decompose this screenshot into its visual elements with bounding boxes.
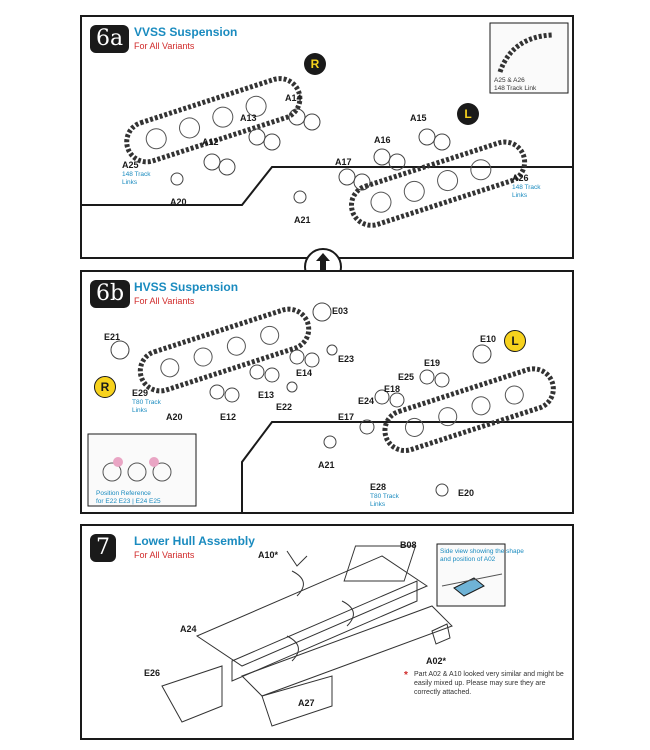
step-title: VVSS Suspension bbox=[134, 25, 238, 39]
label-a10: A10* bbox=[258, 550, 279, 560]
label-a21: A21 bbox=[294, 215, 311, 225]
section-divider bbox=[241, 421, 572, 512]
step-number: 6b bbox=[90, 280, 131, 308]
step-6a-panel: 6a VVSS Suspension For All Variants R L bbox=[80, 15, 574, 259]
step-number: 7 bbox=[90, 534, 116, 562]
label-a25: A25 bbox=[122, 160, 139, 170]
note-a25-links: 148 Track Links bbox=[122, 171, 151, 186]
right-track bbox=[124, 76, 303, 165]
label-a12: A12 bbox=[202, 137, 219, 147]
label-a14: A14 bbox=[285, 93, 302, 103]
label-e10: E10 bbox=[480, 334, 497, 344]
right-bogies bbox=[110, 302, 338, 403]
right-side-badge: R bbox=[304, 53, 326, 75]
side-view-note: Side view showing the shape and position… bbox=[440, 548, 524, 563]
label-e19: E19 bbox=[424, 358, 441, 368]
label-e22: E22 bbox=[276, 402, 293, 412]
section-divider bbox=[82, 166, 572, 206]
label-e17: E17 bbox=[338, 412, 355, 422]
note-e28-links: T80 Track Links bbox=[370, 493, 399, 508]
note-e29-links: T80 Track Links bbox=[132, 399, 161, 414]
label-a20: A20 bbox=[170, 197, 187, 207]
step-title: HVSS Suspension bbox=[134, 280, 239, 294]
step-subtitle: For All Variants bbox=[134, 550, 195, 560]
label-e24: E24 bbox=[358, 396, 375, 406]
warning-star: * bbox=[404, 670, 408, 681]
label-a15: A15 bbox=[410, 113, 427, 123]
label-e20: E20 bbox=[458, 488, 475, 498]
left-side-badge: L bbox=[504, 330, 526, 352]
left-bogies bbox=[323, 344, 492, 497]
label-b08: B08 bbox=[400, 540, 417, 550]
inset-frame bbox=[489, 22, 569, 94]
step-title: Lower Hull Assembly bbox=[134, 534, 255, 548]
assembly-warning: Part A02 & A10 looked very similar and m… bbox=[414, 671, 564, 696]
step-6b-panel: 6b HVSS Suspension For All Variants R L bbox=[80, 270, 574, 514]
right-track bbox=[137, 306, 312, 394]
label-e26: E26 bbox=[144, 668, 161, 678]
step-7-illustration bbox=[161, 543, 506, 727]
label-a21: A21 bbox=[318, 460, 335, 470]
label-e23: E23 bbox=[338, 354, 355, 364]
label-a17: A17 bbox=[335, 157, 352, 167]
label-e14: E14 bbox=[296, 368, 313, 378]
inset-note: Position Reference for E22 E23 | E24 E25 bbox=[96, 490, 161, 505]
label-a16: A16 bbox=[374, 135, 391, 145]
step-subtitle: For All Variants bbox=[134, 296, 195, 306]
lower-hull bbox=[161, 545, 453, 727]
label-e13: E13 bbox=[258, 390, 275, 400]
right-bogies bbox=[170, 108, 321, 186]
step-7-panel: 7 Lower Hull Assembly For All Variants A… bbox=[80, 524, 574, 740]
label-e25: E25 bbox=[398, 372, 415, 382]
label-e18: E18 bbox=[384, 384, 401, 394]
left-side-badge: L bbox=[457, 103, 479, 125]
label-a24: A24 bbox=[180, 624, 197, 634]
inset-frame bbox=[87, 433, 197, 507]
step-subtitle: For All Variants bbox=[134, 41, 195, 51]
left-track bbox=[382, 366, 556, 454]
left-track bbox=[348, 139, 528, 228]
label-a26: A26 bbox=[512, 173, 529, 183]
label-a02: A02* bbox=[426, 656, 447, 666]
left-bogies bbox=[293, 128, 451, 204]
label-e21: E21 bbox=[104, 332, 121, 342]
label-a27: A27 bbox=[298, 698, 315, 708]
step-6b-illustration bbox=[87, 302, 572, 512]
label-a13: A13 bbox=[240, 113, 257, 123]
label-a20: A20 bbox=[166, 412, 183, 422]
label-e03: E03 bbox=[332, 306, 349, 316]
label-e12: E12 bbox=[220, 412, 237, 422]
label-e29: E29 bbox=[132, 388, 149, 398]
side-view-frame bbox=[436, 543, 506, 607]
inset-note: A25 & A26 148 Track Link bbox=[494, 77, 537, 92]
note-a26-links: 148 Track Links bbox=[512, 184, 541, 199]
step-6a-illustration bbox=[82, 22, 572, 228]
right-side-badge: R bbox=[94, 376, 116, 398]
step-number: 6a bbox=[90, 25, 130, 53]
label-e28: E28 bbox=[370, 482, 387, 492]
